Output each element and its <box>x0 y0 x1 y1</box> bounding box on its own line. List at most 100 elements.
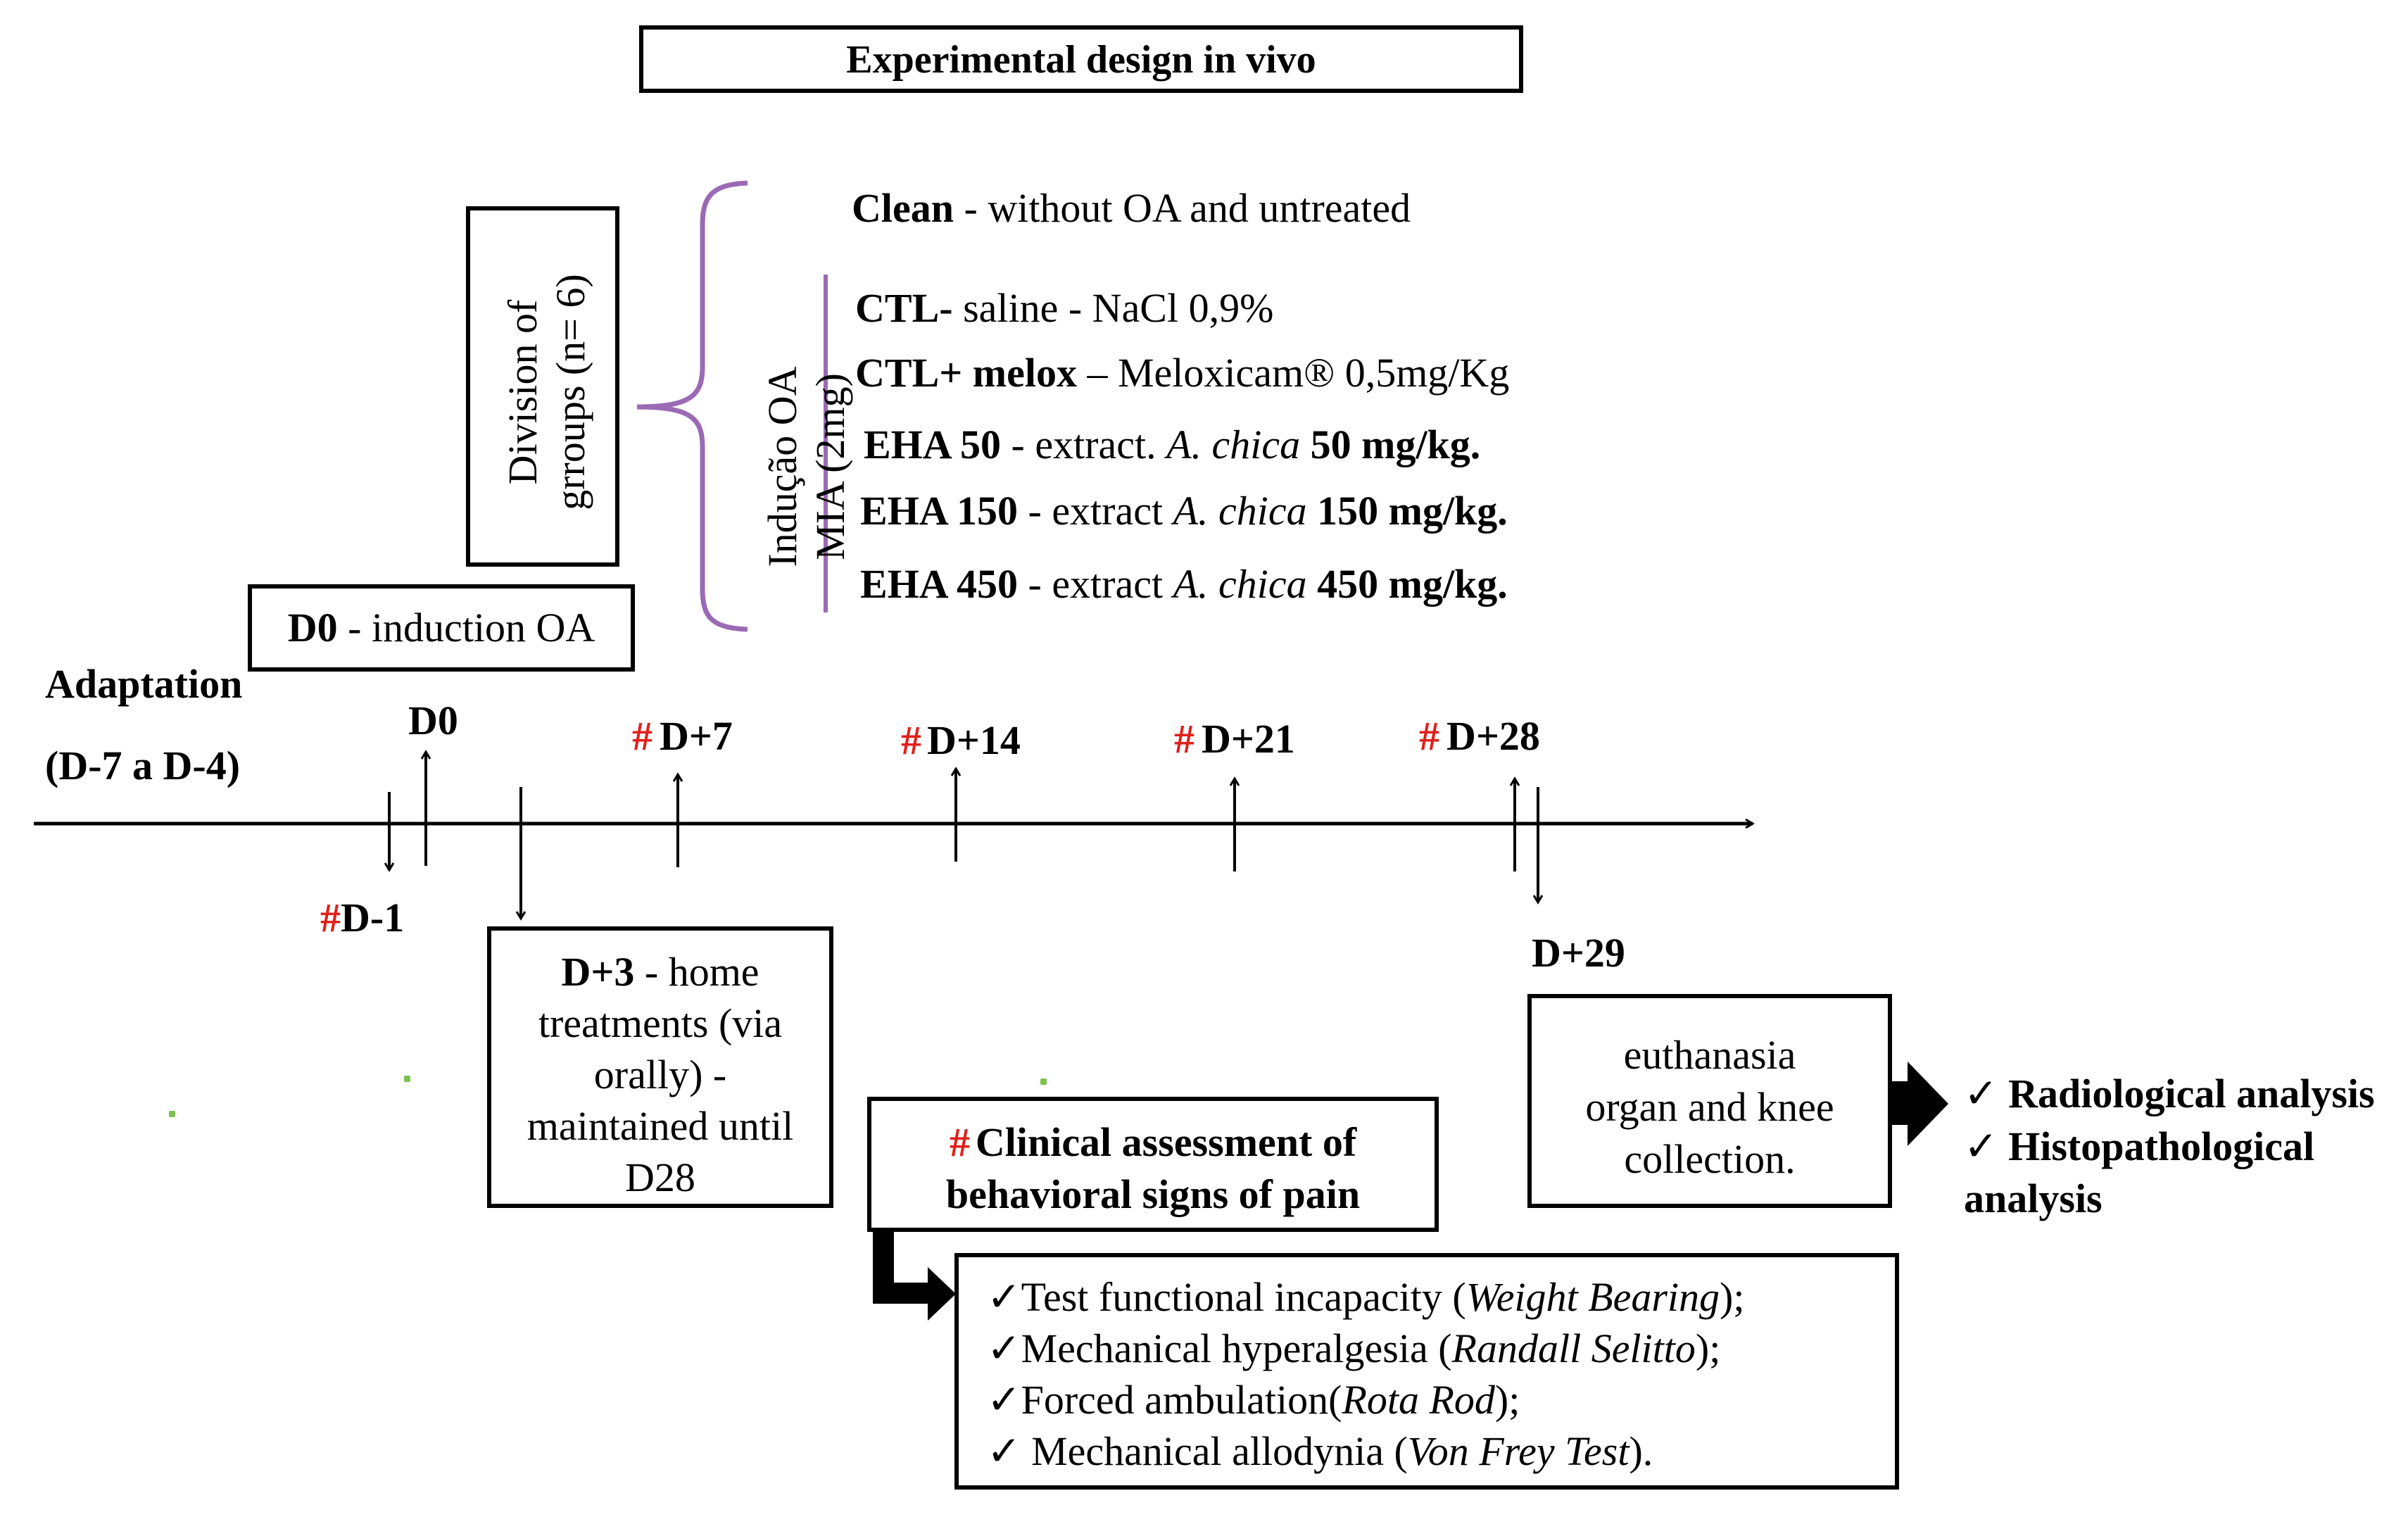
euthanasia-line2: organ and knee <box>1585 1084 1834 1130</box>
group-ctl-plus-name: CTL+ melox <box>855 350 1077 396</box>
label-d-minus1: #D-1 <box>320 894 404 942</box>
analysis-histopathological: ✓ Histopathological <box>1964 1120 2375 1173</box>
group-ctl-plus-desc: – Meloxicam® 0,5mg/Kg <box>1076 350 1510 396</box>
group-eha50: EHA 50 - extract. A. chica 50 mg/kg. <box>864 421 1480 469</box>
treatment-line4: maintained until <box>527 1103 794 1149</box>
test-method: Von Frey Test <box>1407 1428 1630 1474</box>
treatment-line3: orally) - <box>593 1052 727 1097</box>
label-d7: #D+7 <box>632 712 733 760</box>
label-d29: D+29 <box>1532 930 1625 976</box>
check-icon: ✓ <box>1964 1122 1998 1170</box>
group-eha50-pre: - extract. <box>1001 422 1167 467</box>
induction-line1: Indução OA <box>759 366 805 567</box>
test-method: Randall Selitto <box>1451 1326 1696 1371</box>
check-icon: ✓ <box>1964 1069 1998 1117</box>
hash-clinical: # <box>949 1119 970 1165</box>
analysis-list: ✓ Radiological analysis ✓ Histopathologi… <box>1964 1067 2375 1225</box>
label-d-minus1-text: D-1 <box>341 895 405 940</box>
test-item-rota-rod: ✓Forced ambulation(Rota Rod); <box>987 1374 1895 1425</box>
group-brace <box>636 180 748 632</box>
test-item-randall-selitto: ✓Mechanical hyperalgesia (Randall Selitt… <box>987 1323 1895 1374</box>
clinical-box: #Clinical assessment of behavioral signs… <box>867 1097 1439 1232</box>
adaptation-line2: (D-7 a D-4) <box>45 743 241 788</box>
analysis-radiological: ✓ Radiological analysis <box>1964 1067 2375 1120</box>
test-text: Test functional incapacity ( <box>1021 1274 1466 1320</box>
group-clean: Clean - without OA and untreated <box>852 184 1411 232</box>
group-eha50-dose: 50 mg/kg. <box>1300 422 1481 467</box>
group-eha150-pre: - extract <box>1018 488 1173 534</box>
label-d14: #D+14 <box>901 717 1021 764</box>
label-d28-text: D+28 <box>1446 713 1540 759</box>
treatment-day: D+3 <box>561 949 635 995</box>
group-eha50-species: A. chica <box>1166 422 1301 467</box>
induction-line2: MIA (2mg) <box>807 373 853 560</box>
group-eha450-dose: 450 mg/kg. <box>1306 561 1508 607</box>
division-line2: grroups (n= 6) <box>548 274 593 510</box>
test-item-weight-bearing: ✓Test functional incapacity (Weight Bear… <box>987 1271 1895 1323</box>
group-ctl-minus-desc: saline - NaCl 0,9% <box>952 285 1274 331</box>
group-eha450-pre: - extract <box>1018 561 1173 607</box>
hash-d28: # <box>1419 713 1439 759</box>
check-icon: ✓ <box>987 1427 1021 1475</box>
euthanasia-to-analysis-arrow <box>1892 1062 1948 1146</box>
division-line1: Division of <box>500 299 546 485</box>
analysis-text: Histopathological <box>1998 1123 2315 1169</box>
group-eha150: EHA 150 - extract A. chica 150 mg/kg. <box>860 487 1508 535</box>
page-title: Experimental design in vivo <box>846 38 1316 82</box>
group-eha450: EHA 450 - extract A. chica 450 mg/kg. <box>860 560 1508 608</box>
group-eha150-name: EHA 150 <box>860 488 1018 534</box>
hash-d7: # <box>632 713 653 759</box>
analysis-text: Radiological analysis <box>1998 1071 2375 1116</box>
group-eha150-dose: 150 mg/kg. <box>1306 488 1508 534</box>
adaptation-line1: Adaptation <box>45 661 243 707</box>
label-d14-text: D+14 <box>927 717 1021 763</box>
clinical-to-tests-arrow <box>873 1228 956 1321</box>
d0-box-day: D0 <box>287 605 338 650</box>
analysis-text: analysis <box>1964 1176 2103 1221</box>
test-text: Mechanical hyperalgesia ( <box>1021 1326 1452 1371</box>
decorative-dot <box>1040 1078 1047 1085</box>
adaptation-label: Adaptation (D-7 a D-4) <box>45 660 242 790</box>
label-d7-text: D+7 <box>660 713 733 759</box>
group-ctl-minus: CTL- saline - NaCl 0,9% <box>855 284 1273 332</box>
test-end: ). <box>1629 1428 1653 1474</box>
test-end: ); <box>1695 1326 1721 1371</box>
hash-d-minus1: # <box>320 895 341 940</box>
treatment-line1: - home <box>634 949 759 995</box>
group-eha50-name: EHA 50 <box>864 422 1001 467</box>
label-d21: #D+21 <box>1174 715 1295 763</box>
decorative-dot <box>404 1076 410 1082</box>
check-icon: ✓ <box>987 1376 1021 1423</box>
check-icon: ✓ <box>987 1324 1021 1372</box>
test-end: ); <box>1720 1274 1745 1320</box>
group-eha450-name: EHA 450 <box>860 561 1018 607</box>
division-label: Division of grroups (n= 6) <box>499 210 595 574</box>
label-d21-text: D+21 <box>1202 716 1295 762</box>
test-text: Forced ambulation( <box>1021 1377 1342 1423</box>
hash-d21: # <box>1174 716 1194 762</box>
euthanasia-line1: euthanasia <box>1623 1032 1796 1078</box>
d0-box-text: - induction OA <box>337 605 595 650</box>
group-ctl-minus-name: CTL- <box>855 285 953 331</box>
group-clean-name: Clean <box>852 185 954 231</box>
hash-d14: # <box>901 717 921 763</box>
group-ctl-plus: CTL+ melox – Meloxicam® 0,5mg/Kg <box>855 349 1509 397</box>
d0-induction-box: D0 - induction OA <box>248 584 635 672</box>
title-box: Experimental design in vivo <box>639 25 1523 93</box>
group-clean-desc: - without OA and untreated <box>954 185 1411 231</box>
label-d28: #D+28 <box>1419 712 1540 760</box>
treatment-line5: D28 <box>625 1154 695 1200</box>
tests-box: ✓Test functional incapacity (Weight Bear… <box>954 1253 1899 1490</box>
test-end: ); <box>1494 1377 1520 1423</box>
decorative-dot <box>169 1111 175 1117</box>
test-text: Mechanical allodynia ( <box>1021 1428 1408 1474</box>
test-method: Weight Bearing <box>1465 1274 1720 1320</box>
euthanasia-line3: collection. <box>1624 1136 1796 1182</box>
euthanasia-box: euthanasia organ and knee collection. <box>1527 994 1892 1208</box>
division-box: Division of grroups (n= 6) <box>466 206 619 567</box>
treatment-box: D+3 - home treatments (via orally) - mai… <box>487 926 833 1208</box>
group-eha150-species: A. chica <box>1173 488 1307 534</box>
clinical-line2: behavioral signs of pain <box>945 1171 1361 1217</box>
treatment-line2: treatments (via <box>538 1000 783 1046</box>
